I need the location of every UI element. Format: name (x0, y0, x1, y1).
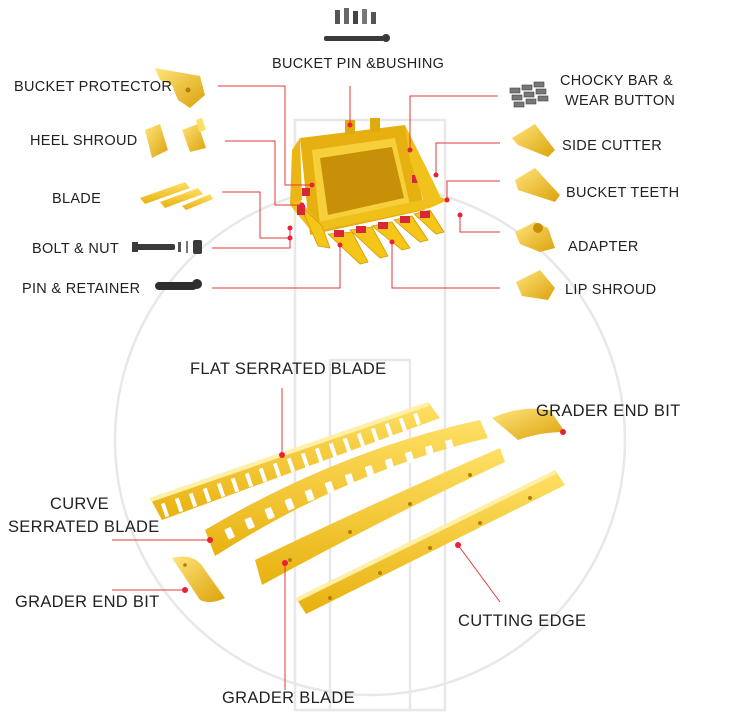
pin-retainer-icon (155, 279, 202, 290)
top-leader-lines (212, 85, 500, 289)
serration-teeth-flat (160, 412, 421, 518)
bucket-teeth-icon (515, 168, 560, 202)
bottom-leader-lines (112, 388, 501, 690)
label-adapter: ADAPTER (568, 239, 639, 255)
bolt-nut-icon (132, 240, 202, 254)
label-curve-serrated-line2: SERRATED BLADE (8, 518, 160, 536)
label-grader-end-bit-top: GRADER END BIT (536, 402, 681, 420)
label-bucket-protector: BUCKET PROTECTOR (14, 79, 173, 95)
heel-shroud-icon (145, 118, 206, 158)
label-heel-shroud: HEEL SHROUD (30, 133, 138, 149)
label-bucket-pin-bushing: BUCKET PIN &BUSHING (272, 56, 445, 72)
cutting-edge-image (296, 470, 565, 614)
label-bucket-teeth: BUCKET TEETH (566, 185, 680, 201)
label-lip-shroud: LIP SHROUD (565, 282, 657, 298)
bottom-leader-dots (182, 429, 566, 593)
label-grader-end-bit-left: GRADER END BIT (15, 593, 160, 611)
serration-teeth-curve (224, 439, 455, 540)
label-flat-serrated-blade: FLAT SERRATED BLADE (190, 360, 387, 378)
label-side-cutter: SIDE CUTTER (562, 138, 662, 154)
top-leader-dots (287, 122, 463, 248)
label-bolt-nut: BOLT & NUT (32, 241, 120, 257)
label-grader-blade: GRADER BLADE (222, 689, 355, 707)
label-curve-serrated-line1: CURVE (50, 495, 109, 513)
chocky-bar-icon (509, 81, 549, 108)
label-cutting-edge: CUTTING EDGE (458, 612, 587, 630)
label-blade: BLADE (52, 191, 102, 207)
blade-icon (140, 182, 213, 210)
grader-end-bit-left-image (172, 556, 225, 603)
bucket-image (290, 118, 448, 265)
curve-serrated-blade-image (205, 420, 488, 556)
lip-shroud-icon (516, 270, 555, 300)
adapter-icon (515, 222, 555, 252)
label-pin-retainer: PIN & RETAINER (22, 281, 141, 297)
grader-blade-image (255, 448, 505, 585)
bucket-pin-bushing-icon (324, 8, 390, 42)
label-chocky-bar-line1: CHOCKY BAR & (560, 73, 673, 89)
flat-serrated-blade-image (150, 402, 440, 520)
side-cutter-icon (512, 124, 555, 157)
grader-end-bit-top-image (492, 408, 565, 440)
bucket-protector-icon (155, 68, 205, 108)
label-chocky-bar-line2: WEAR BUTTON (565, 93, 676, 109)
